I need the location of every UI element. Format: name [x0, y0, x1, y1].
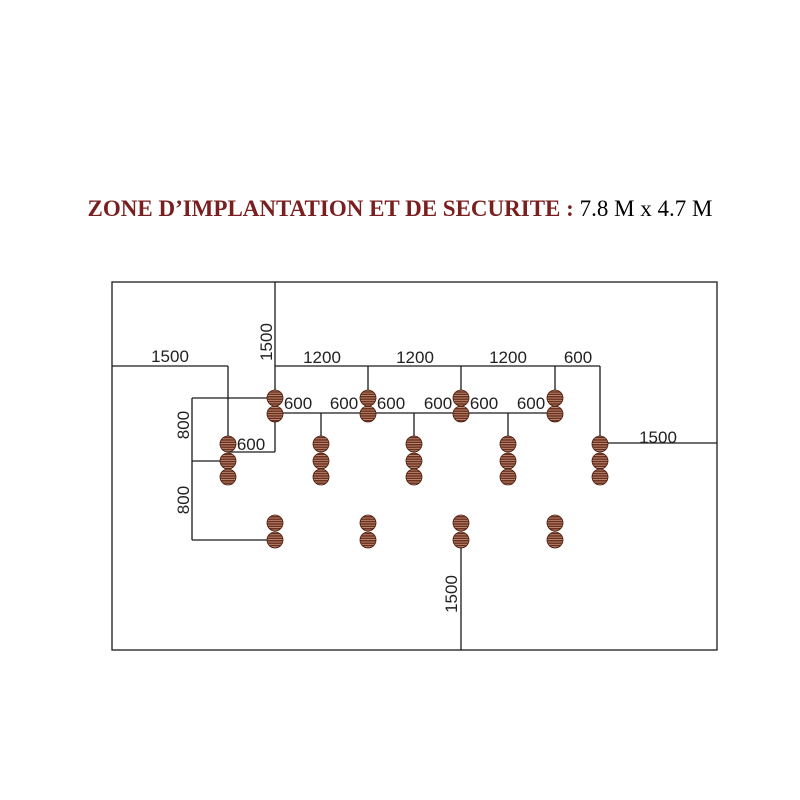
post-marker — [219, 452, 237, 470]
post-marker — [546, 514, 564, 532]
post-marker — [312, 435, 330, 453]
post-marker — [499, 468, 517, 486]
dim-vertical-upper: 800 — [174, 411, 193, 439]
post-marker — [546, 531, 564, 549]
post-marker — [359, 531, 377, 549]
post-marker — [266, 531, 284, 549]
post-marker — [359, 514, 377, 532]
post-marker — [499, 435, 517, 453]
posts-group — [219, 389, 609, 549]
dim-row-spacing-end: 600 — [564, 348, 592, 367]
post-marker — [452, 531, 470, 549]
dim-offset-f: 600 — [517, 394, 545, 413]
post-marker — [312, 468, 330, 486]
post-marker — [452, 514, 470, 532]
post-marker — [452, 389, 470, 407]
dim-offset-a: 600 — [284, 394, 312, 413]
dim-row-spacing-1: 1200 — [303, 348, 341, 367]
dim-vertical-lower: 800 — [174, 486, 193, 514]
post-marker — [591, 468, 609, 486]
post-marker — [266, 389, 284, 407]
dim-right-clearance: 1500 — [639, 428, 677, 447]
post-marker — [219, 435, 237, 453]
post-marker — [405, 435, 423, 453]
post-marker — [219, 468, 237, 486]
zone-boundary — [111, 281, 718, 651]
title-dimensions: 7.8 M x 4.7 M — [579, 196, 713, 221]
dim-offset-b: 600 — [330, 394, 358, 413]
post-marker — [546, 389, 564, 407]
post-marker — [405, 468, 423, 486]
post-marker — [546, 405, 564, 423]
dim-row-spacing-3: 1200 — [489, 348, 527, 367]
diagram-title: ZONE D’IMPLANTATION ET DE SECURITE : 7.8… — [0, 196, 800, 222]
dim-offset-c: 600 — [377, 394, 405, 413]
title-main: ZONE D’IMPLANTATION ET DE SECURITE : — [87, 196, 574, 221]
post-marker — [312, 452, 330, 470]
dim-offset-d: 600 — [424, 394, 452, 413]
post-marker — [359, 389, 377, 407]
post-marker — [266, 514, 284, 532]
post-marker — [591, 435, 609, 453]
post-marker — [266, 405, 284, 423]
post-marker — [359, 405, 377, 423]
post-marker — [499, 452, 517, 470]
dim-row-spacing-2: 1200 — [396, 348, 434, 367]
post-marker — [452, 405, 470, 423]
dim-top-clearance: 1500 — [257, 323, 276, 361]
dim-left-clearance: 1500 — [151, 347, 189, 366]
dim-bottom-clearance: 1500 — [442, 575, 461, 613]
dim-offset-e: 600 — [470, 394, 498, 413]
post-marker — [405, 452, 423, 470]
dim-offset-left: 600 — [237, 435, 265, 454]
post-marker — [591, 452, 609, 470]
